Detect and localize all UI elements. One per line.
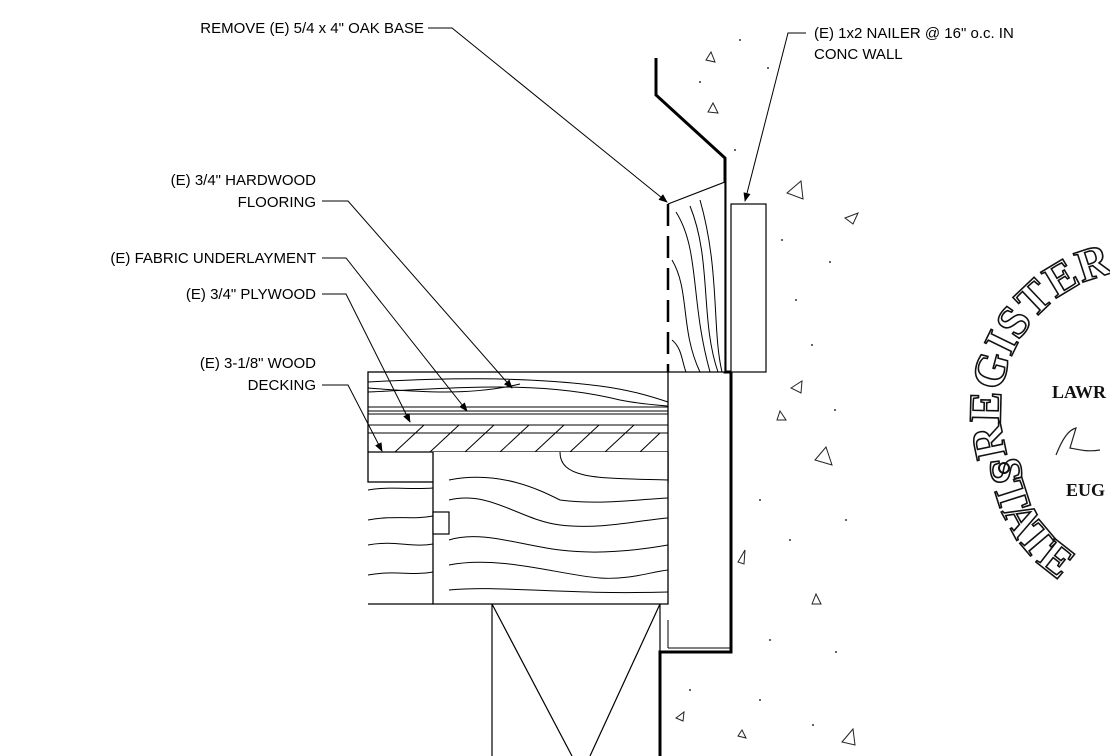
label-plywood: (E) 3/4" PLYWOOD: [186, 286, 316, 303]
callout-labels: REMOVE (E) 5/4 x 4" OAK BASE (E) 1x2 NAI…: [110, 20, 1013, 394]
nailer: [730, 203, 767, 373]
joist: [367, 451, 669, 756]
concrete-dots: [689, 39, 847, 726]
concrete-wall-hatch: [675, 50, 859, 746]
label-hardwood-line1: (E) 3/4" HARDWOOD: [171, 172, 317, 189]
seal-name-fragment: LAWR: [1052, 382, 1107, 402]
oak-base: [666, 181, 726, 373]
label-nailer-line2: CONC WALL: [814, 46, 903, 63]
seal-city-fragment: EUG: [1066, 480, 1105, 500]
label-decking-line1: (E) 3-1/8" WOOD: [200, 355, 316, 372]
seal-bottom-text: STATE: [980, 455, 1085, 589]
label-nailer-line1: (E) 1x2 NAILER @ 16" o.c. IN: [814, 25, 1014, 42]
label-oak-base: REMOVE (E) 5/4 x 4" OAK BASE: [200, 20, 424, 37]
label-hardwood-line2: FLOORING: [238, 194, 316, 211]
floor-assembly: [367, 371, 669, 483]
label-underlayment: (E) FABRIC UNDERLAYMENT: [110, 250, 316, 267]
engineer-seal: REGISTER STATE LAWR EUG: [959, 232, 1110, 589]
seal-dot: [998, 462, 1010, 474]
seal-signature: [1055, 427, 1101, 456]
label-decking-line2: DECKING: [248, 377, 316, 394]
seal-arc-text: REGISTER: [959, 233, 1110, 464]
leaders: [322, 27, 806, 452]
wall-face-line: [654, 58, 733, 756]
